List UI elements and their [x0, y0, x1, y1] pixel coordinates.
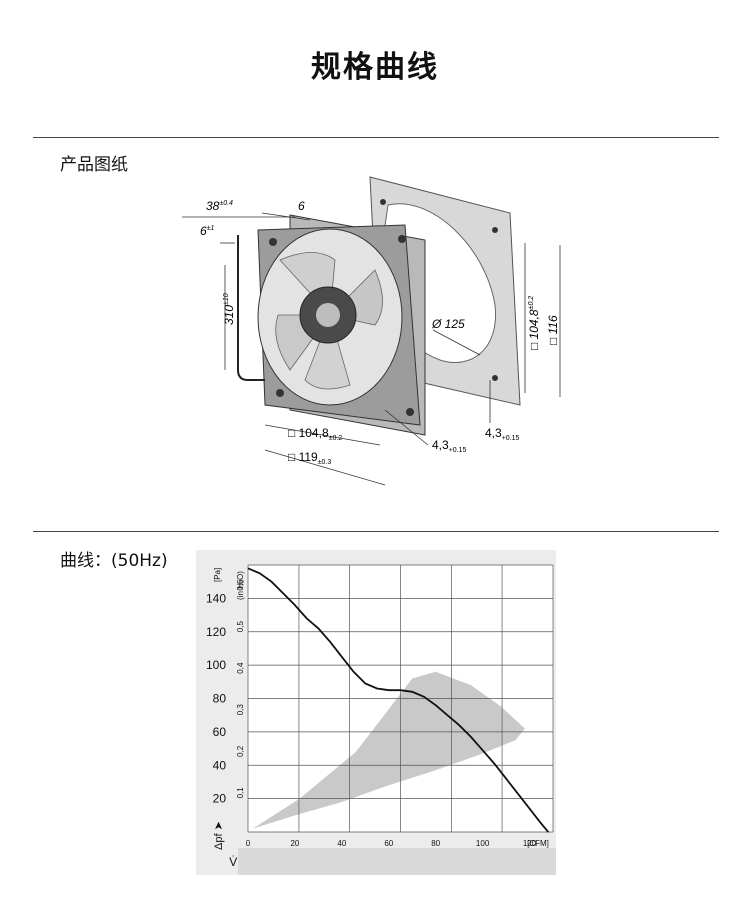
y-tick-label: 100	[206, 658, 226, 672]
y2-tick-label: 0,6	[236, 579, 245, 591]
y-tick-label: 40	[213, 758, 227, 772]
page-title: 规格曲线	[311, 50, 439, 85]
cfm-tick-label: 60	[384, 839, 393, 848]
operating-region	[252, 671, 525, 829]
fan-technical-drawing: 38±0.4 6 6±1 310±10 Ø 125 □ 104,8±0.2 □ …	[182, 176, 561, 486]
power-cable	[237, 235, 265, 381]
dim-screw-a: 4,3+0.15	[432, 438, 467, 454]
y2-unit-label: (in H₂O)	[236, 571, 245, 600]
dim-cable-length: 310±10	[222, 293, 236, 325]
section-divider	[33, 137, 719, 138]
fan-housing	[257, 214, 426, 436]
dim-depth: 38±0.4	[206, 199, 233, 213]
cfm-tick-label: 120	[523, 839, 537, 848]
dim-diameter: Ø 125	[431, 317, 465, 331]
y-tick-label: 60	[213, 725, 227, 739]
y-tick-label: 140	[206, 591, 226, 605]
drawing-section-label: 产品图纸	[60, 155, 128, 175]
y-tick-label: 80	[213, 692, 227, 706]
dimension-lines	[182, 212, 561, 486]
cfm-unit-label: [CFM]	[527, 839, 549, 848]
y-tick-label: 20	[213, 792, 227, 806]
cfm-tick-label: 0	[246, 839, 251, 848]
dim-bottom-outer: □ 119±0.3	[288, 450, 331, 466]
dim-right-outer: □ 116	[546, 315, 560, 345]
performance-chart: 20 40 60 80 100 120 140 0,1 0,2 0,3 0,4 0,5 0,6 0 20 40…	[196, 550, 556, 875]
cfm-tick-label: 20	[290, 839, 299, 848]
series-line	[247, 567, 549, 833]
y2-tick-label: 0,1	[236, 787, 245, 799]
cfm-tick-label: 80	[431, 839, 440, 848]
m3h-axis-band	[238, 848, 556, 875]
y2-tick-label: 0,3	[236, 704, 245, 716]
dim-right-hole: □ 104,8±0.2	[527, 296, 541, 350]
dim-screw-b: 4,3+0.15	[485, 426, 520, 442]
y2-tick-label: 0,5	[236, 620, 245, 632]
cfm-tick-label: 100	[476, 839, 490, 848]
y2-tick-label: 0,2	[236, 745, 245, 757]
dim-bottom-hole: □ 104,8±0.2	[288, 426, 342, 442]
dim-six-top: 6	[298, 199, 305, 213]
y2-tick-label: 0,4	[236, 662, 245, 674]
y-tick-label: 120	[206, 625, 226, 639]
curve-section-label: 曲线：(50Hz)	[60, 551, 168, 571]
dim-six-side: 6±1	[200, 224, 215, 238]
y-unit-label: [Pa]	[213, 568, 222, 582]
cfm-tick-label: 40	[337, 839, 346, 848]
section-divider	[33, 531, 719, 532]
y-axis-label: Δpf ➤	[213, 821, 225, 850]
